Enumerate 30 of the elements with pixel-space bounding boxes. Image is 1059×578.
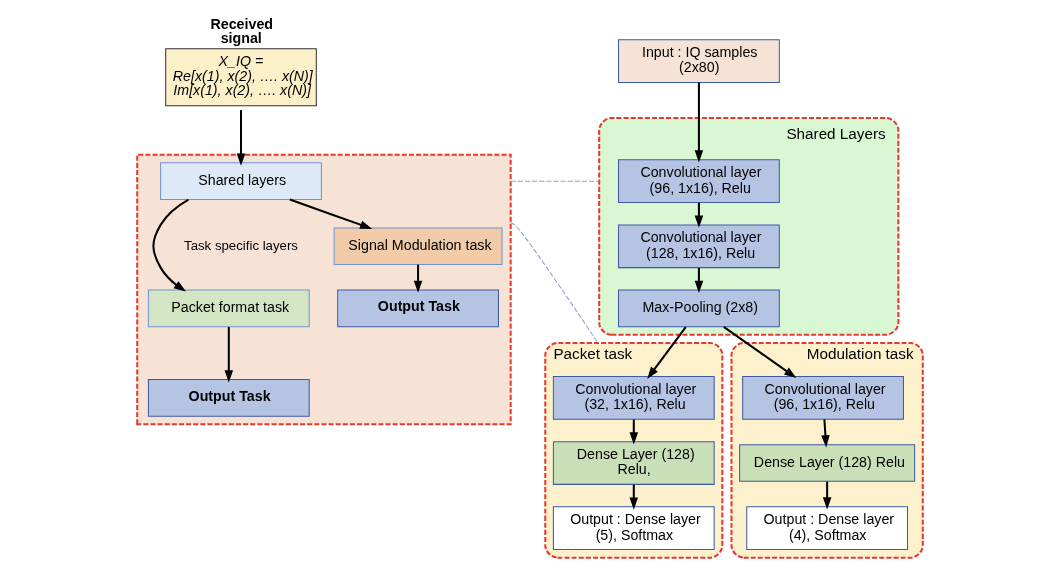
connector (509, 222, 598, 344)
arrow (694, 202, 703, 228)
node-box: Output : Dense layer (4), Softmax (745, 506, 908, 550)
node-box: Signal Modulation task (333, 227, 503, 266)
node-box: Convolutional layer (128, 1x16), Relu (617, 224, 780, 269)
arrow (151, 198, 189, 292)
node-box: Input : IQ samples (2x80) (617, 39, 780, 83)
node-box: Convolutional layer (96, 1x16), Relu (617, 159, 780, 203)
node-box: Output : Dense layer (5), Softmax (552, 506, 715, 550)
arrow (722, 326, 796, 379)
arrow (224, 327, 233, 383)
arrow (646, 326, 687, 379)
arrow (413, 264, 422, 293)
connector (509, 180, 600, 182)
node-box: Dense Layer (128) Relu, (552, 441, 715, 485)
label: Task specific layers (183, 237, 298, 253)
node-box: Dense Layer (128) Relu (738, 444, 915, 482)
node-box: Convolutional layer (96, 1x16), Relu (741, 376, 904, 420)
arrow (289, 198, 372, 229)
node-label: Received signal (209, 15, 273, 46)
arrow (694, 82, 703, 163)
arrow (820, 419, 830, 448)
node-box: Shared layers (159, 162, 322, 200)
node-box: Max-Pooling (2x8) (617, 289, 780, 328)
node-box: Output Task (336, 289, 499, 328)
node-box: Output Task (147, 379, 310, 417)
node-box: Convolutional layer (32, 1x16), Relu (552, 376, 715, 420)
node-box: Packet format task (147, 289, 310, 328)
arrow (694, 267, 703, 294)
arrow (236, 110, 245, 166)
